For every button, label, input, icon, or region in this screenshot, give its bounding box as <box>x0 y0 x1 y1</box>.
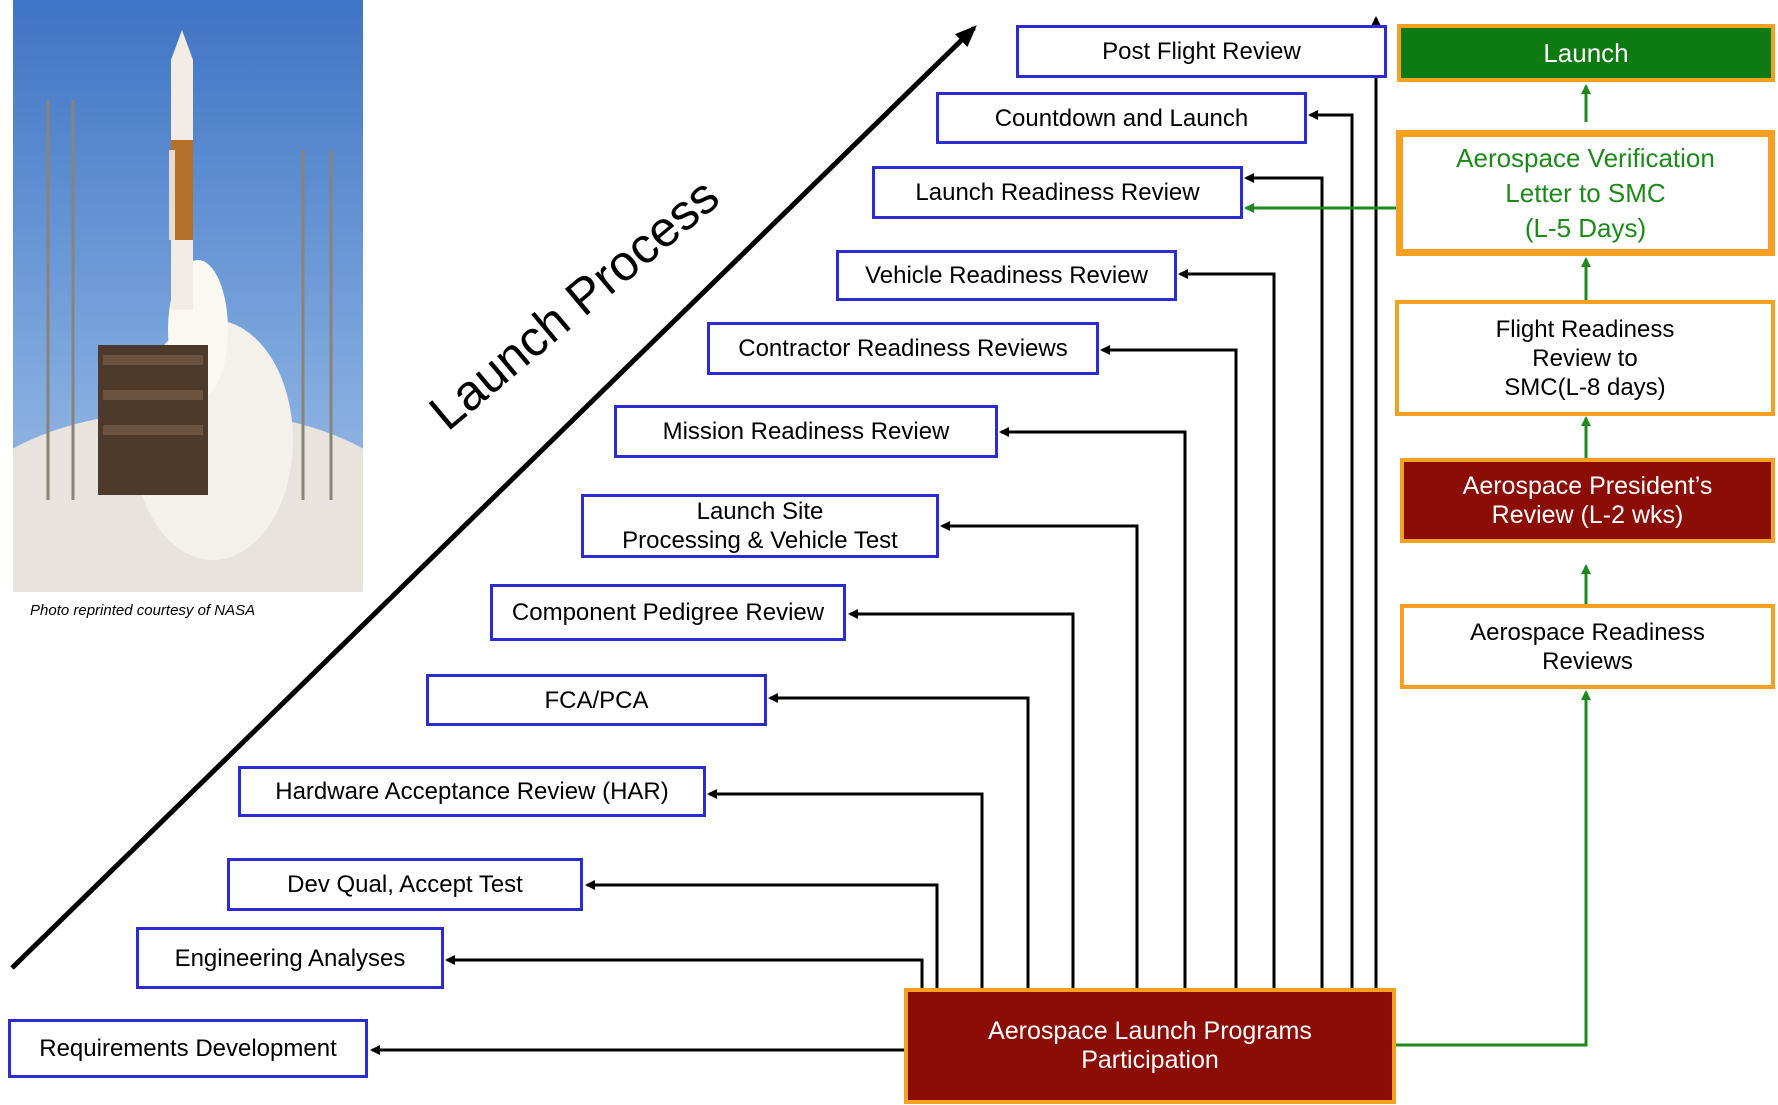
step-contractor-readiness-reviews: Contractor Readiness Reviews <box>707 322 1099 375</box>
launch-box: Launch <box>1397 24 1775 82</box>
step-dev-qual-accept-test: Dev Qual, Accept Test <box>227 858 583 911</box>
aerospace-readiness-reviews: Aerospace Readiness Reviews <box>1400 604 1775 689</box>
flight-readiness-review-to-smc: Flight Readiness Review to SMC(L-8 days) <box>1395 300 1775 416</box>
step-launch-readiness-review: Launch Readiness Review <box>872 166 1243 219</box>
step-engineering-analyses: Engineering Analyses <box>136 927 444 989</box>
step-fca-pca: FCA/PCA <box>426 674 767 726</box>
photo-caption: Photo reprinted courtesy of NASA <box>30 602 256 619</box>
step-launch-site-processing: Launch Site Processing & Vehicle Test <box>581 494 939 558</box>
step-post-flight-review: Post Flight Review <box>1016 25 1387 78</box>
rocket-launch-photo <box>13 0 363 592</box>
aerospace-presidents-review: Aerospace President’s Review (L-2 wks) <box>1400 458 1775 543</box>
step-component-pedigree-review: Component Pedigree Review <box>490 584 846 641</box>
step-vehicle-readiness-review: Vehicle Readiness Review <box>836 250 1177 301</box>
step-hardware-acceptance-review: Hardware Acceptance Review (HAR) <box>238 766 706 817</box>
aerospace-launch-programs-participation: Aerospace Launch Programs Participation <box>904 988 1396 1104</box>
aerospace-verification-letter: Aerospace Verification Letter to SMC (L-… <box>1396 130 1775 256</box>
step-mission-readiness-review: Mission Readiness Review <box>614 405 998 458</box>
step-requirements-development: Requirements Development <box>8 1019 368 1078</box>
step-countdown-and-launch: Countdown and Launch <box>936 92 1307 144</box>
